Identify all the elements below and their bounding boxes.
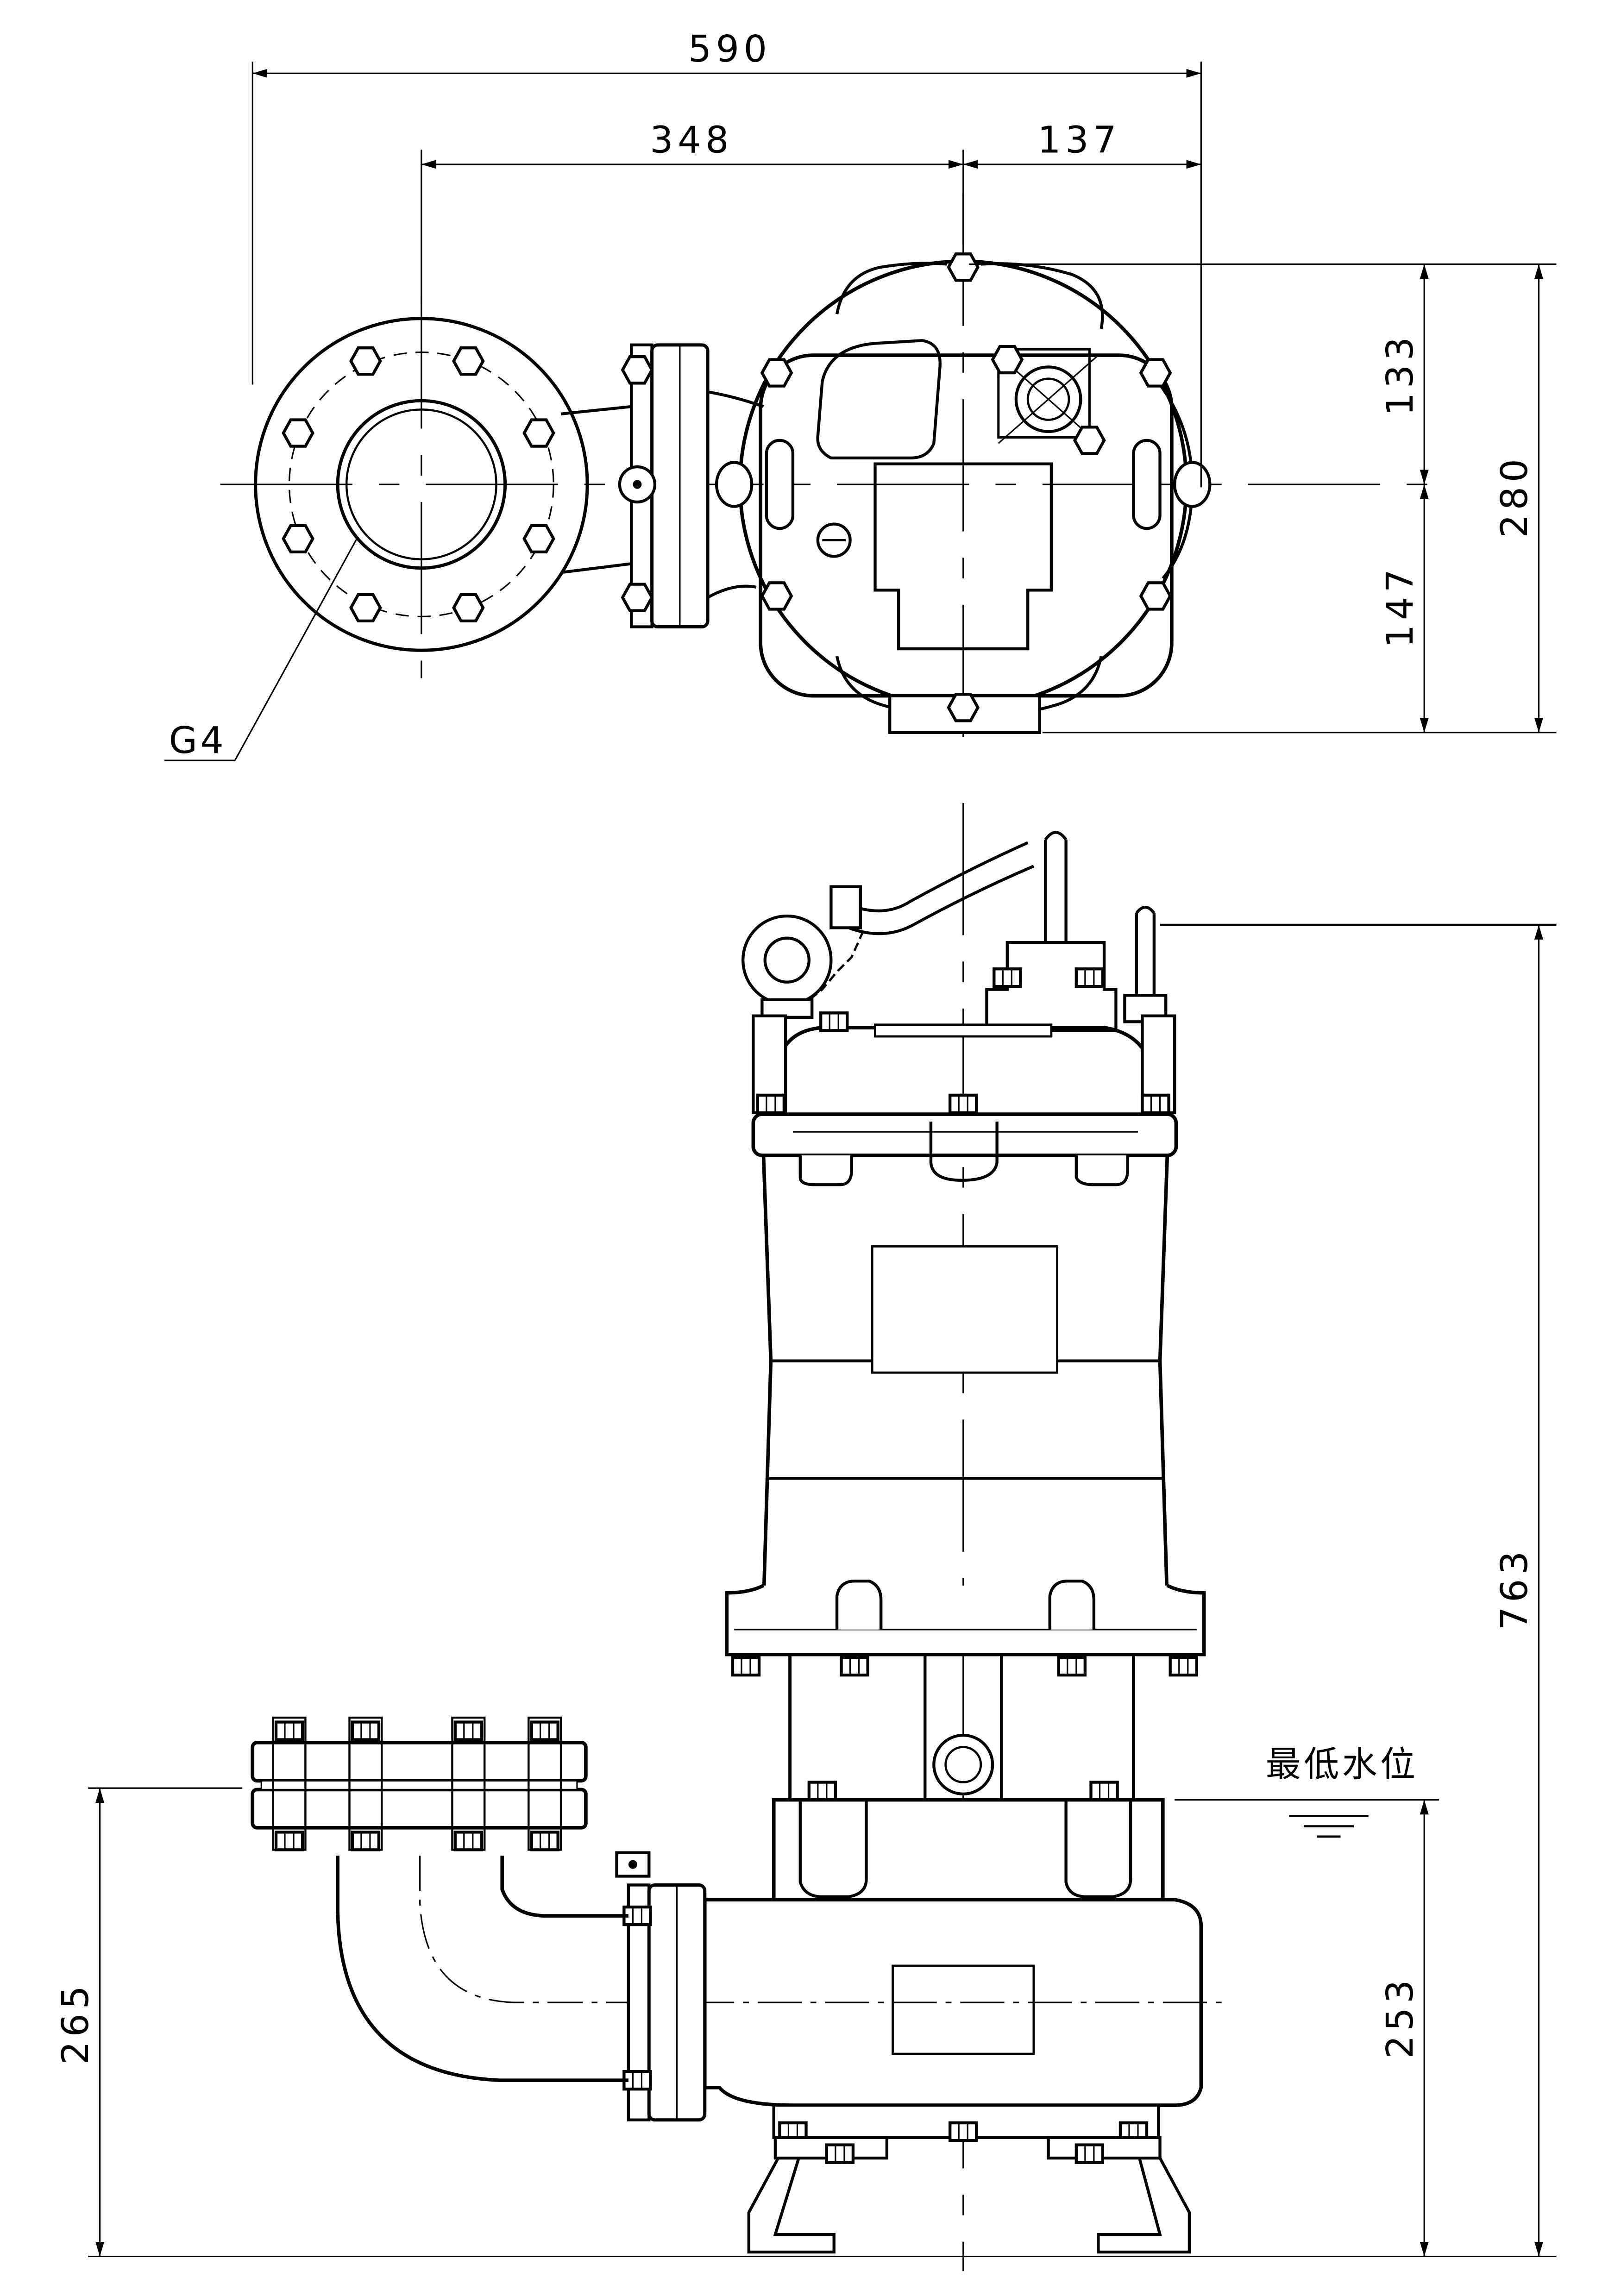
dim-763: 763 xyxy=(1493,1547,1536,1630)
upper-flange-bolts xyxy=(272,1716,562,1850)
top-view: G4 590 348 137 133 147 280 xyxy=(164,27,1557,762)
pump-casing-top xyxy=(715,254,1212,734)
dim-280: 280 xyxy=(1493,454,1536,538)
dim-265: 265 xyxy=(54,1982,97,2065)
dim-348: 348 xyxy=(650,119,733,162)
dim-590: 590 xyxy=(688,27,772,70)
dim-253: 253 xyxy=(1378,1976,1421,2059)
min-water-level-label: 最低水位 xyxy=(1266,1744,1419,1785)
dim-137: 137 xyxy=(1037,119,1121,162)
water-level-symbol xyxy=(1289,1815,1369,1838)
dim-133: 133 xyxy=(1378,332,1421,416)
side-view: 763 265 253 最低水位 xyxy=(54,803,1557,2271)
flange-callout-label: G4 xyxy=(169,719,227,762)
dim-147: 147 xyxy=(1378,565,1421,648)
